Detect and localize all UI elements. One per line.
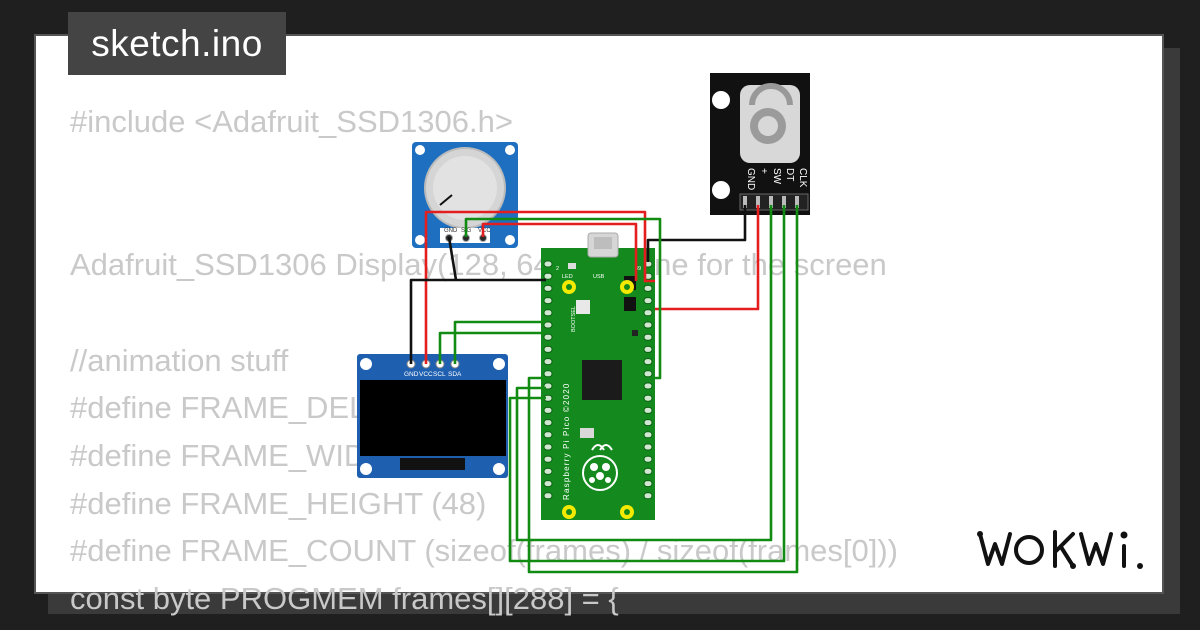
pico-pin-right[interactable] [643,333,653,341]
bootsel-label: BOOTSEL [571,306,577,332]
pico-pin-right[interactable] [643,492,653,500]
encoder-pin-label: SW [771,168,782,185]
raspberry-pi-pico: Raspberry Pi Pico ©2020 BOOTSEL LED USB … [541,232,655,520]
encoder-pin-label: + [758,168,769,174]
pico-pin-right[interactable] [643,345,653,353]
pico-pin-right[interactable] [643,382,653,390]
code-line: #define FRAME_HEIGHT (48) [70,485,487,521]
pico-pin-left[interactable] [543,419,553,427]
wire-black-pot-gnd [447,236,458,281]
wire-green-pot-sig [464,217,662,380]
usb-label: USB [593,274,605,280]
pico-pin-right[interactable] [643,370,653,378]
pico-pin-left[interactable] [543,333,553,341]
pico-pin-right[interactable] [643,443,653,451]
pico-pin-left[interactable] [543,284,553,292]
pico-pin-right[interactable] [643,467,653,475]
pin39-label: 39 [635,266,641,272]
wire-red-enc-plus [655,205,760,311]
code-line: //animation stuff [70,342,289,378]
code-line: const byte PROGMEM frames[][288] = { [70,581,619,617]
pico-pin-right[interactable] [643,419,653,427]
wire-black-oled-gnd [409,278,546,364]
encoder-pin[interactable] [795,196,799,208]
pico-pin-right[interactable] [643,406,653,414]
wire-green-enc-dt [508,205,786,563]
pico-pin-left[interactable] [543,467,553,475]
pico-pin-right[interactable] [643,480,653,488]
wire-red-oled-vcc [424,210,655,364]
pico-pin-right[interactable] [643,394,653,402]
led-label: LED [562,274,573,280]
pot-pin-label: VCC [478,228,491,234]
encoder-pin[interactable] [769,196,773,208]
encoder-pin-label: DT [784,168,795,181]
encoder-pin[interactable] [782,196,786,208]
pico-pin-left[interactable] [543,406,553,414]
pico-pin-left[interactable] [543,492,553,500]
pico-pin-left[interactable] [543,345,553,353]
wire-green-oled-sda [453,320,546,364]
wire-red-pot-vcc [481,222,638,281]
encoder-pin[interactable] [756,196,760,208]
code-line: #include <Adafruit_SSD1306.h> [70,104,513,139]
pin2-label: 2 [556,266,559,272]
encoder-pin-label: GND [745,168,756,190]
pico-pin-left[interactable] [543,480,553,488]
encoder-pin[interactable] [743,196,747,208]
pico-pin-left[interactable] [543,443,553,451]
oled-pin-label: SCL [433,371,446,378]
wire-green-enc-clk [527,205,799,574]
oled-pin-label: VCC [419,371,433,378]
pico-pin-left[interactable] [543,309,553,317]
pico-pin-right[interactable] [643,321,653,329]
wire-black-enc-gnd [646,205,747,262]
pico-board-label: Raspberry Pi Pico ©2020 [562,382,571,500]
pico-pin-left[interactable] [543,455,553,463]
pico-pin-left[interactable] [543,321,553,329]
pot-pin-label: GND [444,228,458,234]
oled-pin-label: GND [404,371,419,378]
pico-pin-right[interactable] [643,297,653,305]
wire-green-enc-sw [515,205,773,542]
wokwi-logo [977,530,1143,569]
wires [409,205,799,574]
file-tab[interactable]: sketch.ino [68,12,286,75]
pico-pin-right[interactable] [643,309,653,317]
pico-pin-right[interactable] [643,431,653,439]
pico-pin-left[interactable] [543,370,553,378]
raspberry-logo-icon [582,444,618,491]
pico-pin-left[interactable] [543,272,553,280]
pico-pin-left[interactable] [543,297,553,305]
pico-pin-left[interactable] [543,431,553,439]
pico-pin-right[interactable] [643,358,653,366]
wire-green-oled-scl [438,331,546,364]
pico-pin-right[interactable] [643,284,653,292]
pico-pin-left[interactable] [543,260,553,268]
pico-pin-right[interactable] [643,455,653,463]
encoder-pin-label: CLK [797,168,808,188]
oled-pin-label: SDA [448,371,462,378]
pico-pin-left[interactable] [543,358,553,366]
